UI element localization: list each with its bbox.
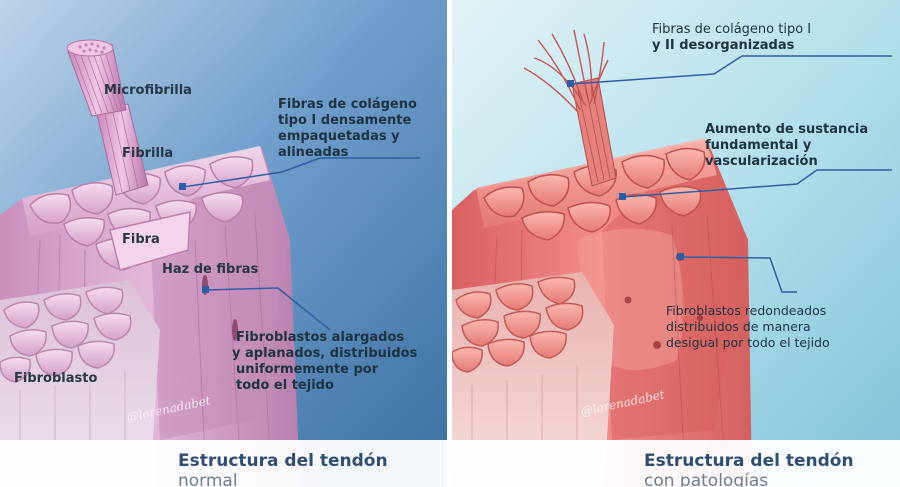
caption-normal-line2: normal bbox=[178, 471, 238, 487]
label-haz-de-fibras: Haz de fibras bbox=[162, 262, 258, 277]
normal-tendon-illustration bbox=[0, 0, 447, 487]
pathologic-tendon-illustration bbox=[452, 0, 900, 487]
caption-patologico-line2: con patologías bbox=[644, 471, 768, 487]
label-fibrilla: Fibrilla bbox=[122, 146, 173, 161]
caption-patologico: Estructura del tendón con patologías bbox=[452, 440, 900, 487]
caption-patologico-line1: Estructura del tendón bbox=[644, 451, 854, 471]
label-fibroblasto: Fibroblasto bbox=[14, 371, 97, 386]
caption-normal: Estructura del tendón normal bbox=[0, 440, 447, 487]
pathologic-tendon-panel: Fibras de colágeno tipo I y II desorgani… bbox=[452, 0, 900, 487]
normal-tendon-panel: Microfibrilla Fibrilla Fibra Haz de fibr… bbox=[0, 0, 447, 487]
label-microfibrilla: Microfibrilla bbox=[104, 83, 192, 98]
label-fibra: Fibra bbox=[122, 232, 160, 247]
caption-normal-line1: Estructura del tendón bbox=[178, 451, 388, 471]
